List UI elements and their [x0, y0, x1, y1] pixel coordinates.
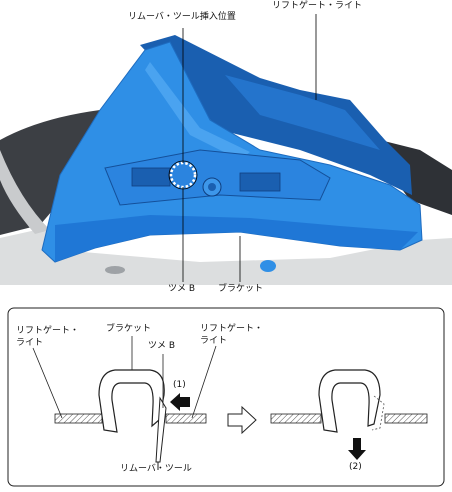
arrow-step-2 — [348, 438, 366, 460]
panel-right-a — [270, 413, 322, 424]
label-step-2: (2) — [349, 462, 362, 472]
screw-center — [208, 183, 216, 191]
leader-liftgate-left — [32, 347, 63, 419]
label-tool-position: リムーバ・ツール挿入位置 — [128, 12, 236, 22]
bracket-clip-left — [98, 369, 165, 433]
label-liftgate-left-2: ライト — [16, 338, 44, 348]
claw-slot-right — [239, 172, 281, 192]
label-liftgate-right-1: リフトゲート・ — [200, 324, 264, 334]
liftgate-light-highlight — [225, 75, 380, 150]
claw-previous-position — [371, 395, 385, 431]
panel-left-a — [54, 413, 103, 424]
panel-right-b — [384, 413, 428, 424]
label-claw-b-top: ツメ B — [168, 284, 196, 294]
top-illustration — [0, 14, 452, 285]
label-claw-b-bottom: ツメ B — [148, 341, 176, 351]
small-gray-clip — [105, 266, 125, 274]
arrow-step-1 — [170, 393, 190, 411]
claw-slot-left — [131, 167, 171, 187]
label-bracket-bottom: ブラケット — [106, 324, 152, 334]
label-bracket-top: ブラケット — [218, 284, 264, 294]
removal-tool — [155, 396, 167, 463]
transition-arrow — [227, 405, 257, 435]
bracket-shade — [145, 62, 250, 160]
label-liftgate-light-top: リフトゲート・ライト — [272, 1, 363, 11]
leader-liftgate-right — [191, 345, 217, 419]
label-removal-tool: リムーバ・ツール — [120, 464, 192, 474]
bracket-clip-right — [318, 369, 381, 433]
car-body-light-curve — [0, 150, 50, 234]
panel-left-b — [165, 413, 207, 424]
small-blue-clip — [260, 260, 276, 272]
label-step-1: (1) — [173, 380, 186, 390]
car-body-dark-right — [300, 120, 452, 215]
label-liftgate-right-2: ライト — [200, 336, 228, 346]
bracket-lower-face — [55, 215, 418, 262]
label-liftgate-left-1: リフトゲート・ — [16, 326, 80, 336]
